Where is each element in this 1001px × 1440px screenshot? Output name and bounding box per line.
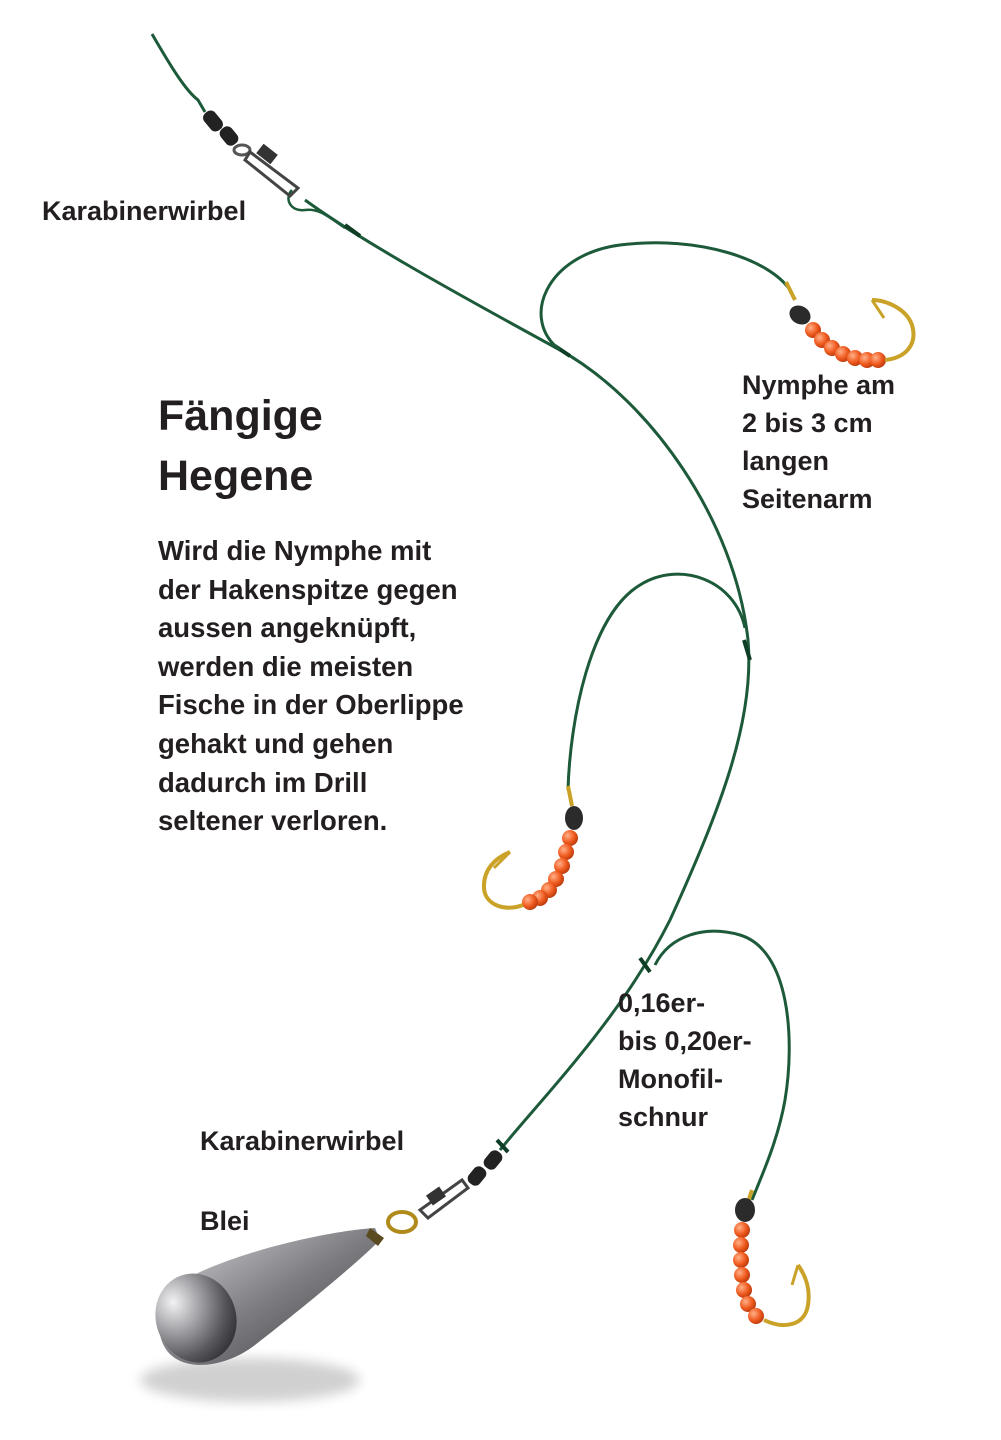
sinker-icon	[140, 1228, 384, 1402]
description-text: Wird die Nymphe mit der Hakenspitze gege…	[158, 535, 464, 837]
top-swivel-icon	[203, 110, 301, 199]
label-swivel-top: Karabinerwirbel	[42, 196, 247, 226]
swivel-loop	[287, 189, 346, 230]
diagram-title: Fängige Hegene	[158, 392, 323, 500]
main-line	[150, 33, 207, 113]
label-nymph-arm: Nymphe am 2 bis 3 cm langen Seitenarm	[742, 370, 896, 514]
label-swivel-bottom: Karabinerwirbel	[200, 1126, 405, 1156]
label-sinker: Blei	[200, 1206, 250, 1236]
label-mono-line: 0,16er- bis 0,20er- Monofil- schnur	[618, 988, 752, 1132]
nymph-2-icon	[481, 785, 583, 910]
main-line-lower	[304, 198, 751, 1151]
nymph-3-icon	[733, 1189, 811, 1327]
bottom-swivel-icon	[386, 1150, 503, 1234]
nymph-1-icon	[784, 281, 916, 368]
branch-3-line	[653, 929, 791, 1201]
branch-2-line	[566, 572, 747, 791]
branch-1-line	[539, 241, 792, 352]
